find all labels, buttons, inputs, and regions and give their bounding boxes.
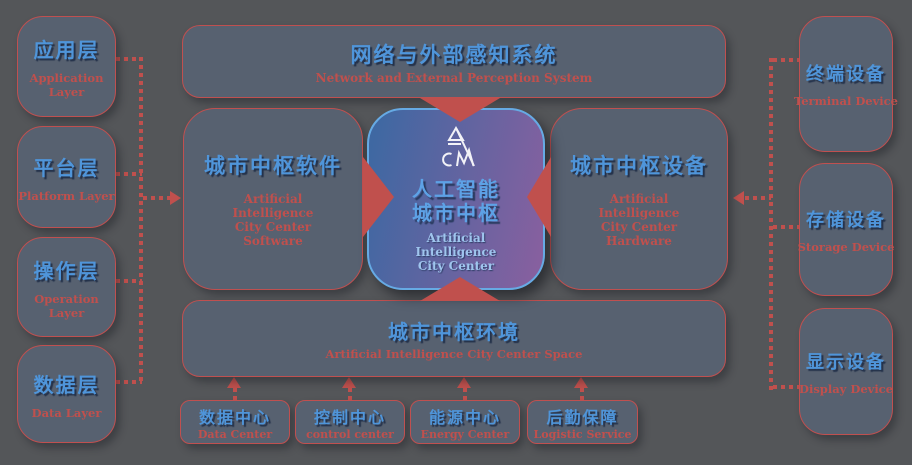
subtitle-line: Software — [243, 234, 303, 248]
right-stub-terminal — [773, 58, 799, 62]
energy-center-box: 能源中心 Energy Center — [410, 400, 520, 444]
subtitle-line: Artificial — [243, 192, 303, 206]
data-layer-subtitle: Data Layer — [31, 405, 102, 420]
up-arrowhead-icon — [342, 377, 356, 388]
stem-logistic-service — [580, 388, 584, 400]
storage-device-box: 存储设备 Storage Device — [797, 163, 895, 296]
energy-center-subtitle: Energy Center — [420, 427, 510, 441]
application-layer-title: 应用层 — [33, 40, 100, 62]
display-device-title: 显示设备 — [806, 351, 886, 372]
platform-layer-subtitle: Platform Layer — [18, 188, 115, 203]
subtitle-line: Intelligence — [598, 206, 680, 220]
right-connector-trunk — [769, 58, 773, 391]
subtitle-line: Hardware — [606, 234, 672, 248]
left-arrowhead-icon — [170, 191, 181, 205]
control-center-subtitle: control center — [306, 427, 394, 441]
network-perception-title: 网络与外部感知系统 — [350, 43, 558, 67]
hub-title-line2: 城市中枢 — [412, 202, 500, 225]
left-stub-application — [116, 57, 142, 61]
acm-triangle-logo-icon — [442, 125, 475, 166]
city-center-software-box: 城市中枢软件 Artificial Intelligence City Cent… — [183, 108, 363, 290]
left-stub-operation — [116, 279, 142, 283]
logistic-service-subtitle: Logistic Service — [533, 427, 632, 441]
ai-city-center-hub-box: 人工智能 城市中枢 Artificial Intelligence City C… — [367, 108, 545, 290]
city-center-software-title: 城市中枢软件 — [204, 155, 342, 178]
subtitle-line: Intelligence — [232, 206, 314, 220]
city-center-hardware-title: 城市中枢设备 — [570, 155, 708, 178]
city-center-hardware-subtitle: Artificial Intelligence City Center Hard… — [599, 192, 680, 248]
display-device-subtitle: Display Device — [798, 381, 894, 396]
stem-energy-center — [463, 388, 467, 400]
logistic-service-box: 后勤保障 Logistic Service — [527, 400, 638, 444]
application-layer-subtitle: Application Layer — [29, 71, 104, 99]
left-stub-data — [116, 380, 142, 384]
data-center-title: 数据中心 — [198, 409, 271, 427]
platform-layer-box: 平台层 Platform Layer — [17, 126, 116, 228]
terminal-device-subtitle: Terminal Device — [794, 94, 898, 108]
subtitle-line: City Center — [417, 258, 495, 273]
city-center-environment-subtitle: Artificial Intelligence City Center Spac… — [325, 347, 583, 361]
platform-layer-title: 平台层 — [33, 157, 100, 180]
left-connector-trunk — [139, 57, 143, 384]
stem-data-center — [233, 388, 237, 400]
right-stub-storage — [773, 225, 799, 229]
application-layer-box: 应用层 Application Layer — [17, 16, 116, 117]
subtitle-line: Artificial — [426, 230, 486, 245]
right-stub-display — [773, 385, 799, 389]
network-perception-subtitle: Network and External Perception System — [315, 70, 593, 85]
data-layer-title: 数据层 — [33, 374, 100, 397]
stem-control-center — [348, 388, 352, 400]
left-arrow-line — [143, 196, 171, 200]
subtitle-line: Intelligence — [415, 244, 497, 259]
network-perception-box: 网络与外部感知系统 Network and External Perceptio… — [182, 25, 726, 98]
left-stub-platform — [116, 172, 142, 176]
terminal-device-title: 终端设备 — [806, 64, 886, 84]
data-center-subtitle: Data Center — [197, 427, 273, 441]
hub-title: 人工智能 城市中枢 — [412, 178, 500, 226]
terminal-device-box: 终端设备 Terminal Device — [794, 16, 898, 152]
energy-center-title: 能源中心 — [428, 409, 501, 427]
subtitle-line: City Center — [234, 220, 312, 234]
right-arrow-line — [745, 196, 771, 200]
up-arrowhead-icon — [227, 377, 241, 388]
data-layer-box: 数据层 Data Layer — [17, 345, 116, 443]
operation-layer-title: 操作层 — [33, 260, 100, 283]
hub-title-line1: 人工智能 — [412, 178, 500, 201]
storage-device-title: 存储设备 — [806, 209, 886, 230]
right-arrowhead-icon — [733, 191, 744, 205]
subtitle-line: City Center — [600, 220, 678, 234]
city-center-environment-box: 城市中枢环境 Artificial Intelligence City Cent… — [182, 300, 726, 377]
subtitle-line: Artificial — [609, 192, 669, 206]
city-center-software-subtitle: Artificial Intelligence City Center Soft… — [233, 192, 314, 248]
data-center-box: 数据中心 Data Center — [180, 400, 290, 444]
up-arrowhead-icon — [574, 377, 588, 388]
hub-subtitle: Artificial Intelligence City Center — [416, 231, 497, 273]
control-center-box: 控制中心 control center — [295, 400, 405, 444]
operation-layer-box: 操作层 Operation Layer — [17, 237, 116, 337]
up-arrowhead-icon — [457, 377, 471, 388]
city-center-environment-title: 城市中枢环境 — [388, 322, 520, 344]
display-device-box: 显示设备 Display Device — [799, 308, 893, 435]
operation-layer-subtitle: Operation Layer — [34, 291, 99, 320]
storage-device-subtitle: Storage Device — [797, 239, 895, 254]
city-center-hardware-box: 城市中枢设备 Artificial Intelligence City Cent… — [550, 108, 728, 290]
control-center-title: 控制中心 — [313, 409, 386, 427]
logistic-service-title: 后勤保障 — [546, 409, 619, 427]
